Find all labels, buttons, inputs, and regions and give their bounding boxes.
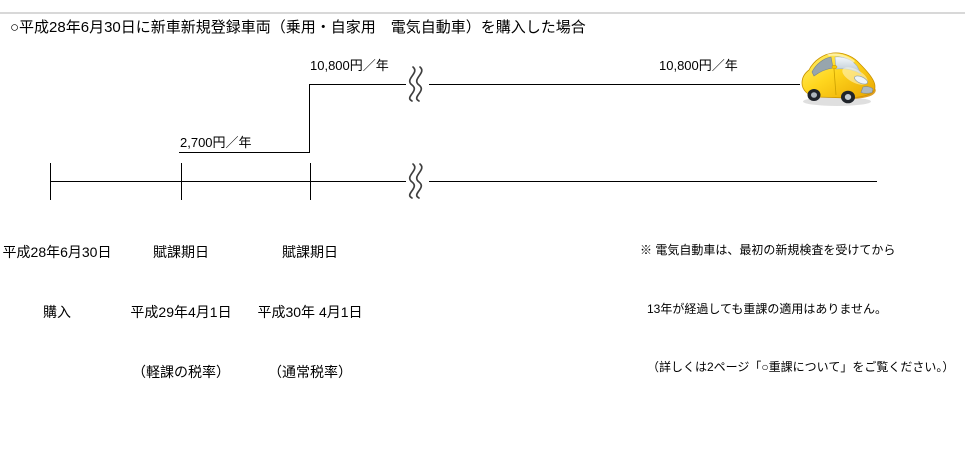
milestone-levy-title: 賦課期日 [153,244,209,260]
milestone-levy-title: 賦課期日 [281,244,338,260]
footnote-line-2: 13年が経過しても重課の適用はありません。 [647,301,888,316]
footnote: ※ 電気自動車は、最初の新規検査を受けてから 13年が経過しても重課の適用はあり… [640,202,954,417]
milestone-purchase: 平成28年6月30日 購入 [3,202,112,362]
milestone-levy-date: 平成30年 4月1日 [257,304,363,320]
car-icon [801,52,876,106]
footnote-line-3: （詳しくは2ページ「○重課について」をご覧ください。） [647,360,955,374]
axis-break-upper-icon [408,66,423,102]
milestone-purchase-date: 平成28年6月30日 [2,244,112,260]
rate-label-reduced: 2,700円／年 [180,135,252,150]
milestone-levy-rate-type: （軽課の税率） [132,364,230,380]
timeline-tick-marks [49,163,312,200]
page-title: ○平成28年6月30日に新車新規登録車両（乗用・自家用 電気自動車）を購入した場… [10,19,586,36]
rate-label-normal-right: 10,800円／年 [659,58,738,73]
milestone-levy-date-h30: 賦課期日 平成30年 4月1日 （通常税率） [257,202,362,422]
milestone-purchase-caption: 購入 [43,304,71,320]
milestone-levy-date-h29: 賦課期日 平成29年4月1日 （軽課の税率） [130,202,231,422]
footnote-line-1: ※ 電気自動車は、最初の新規検査を受けてから [640,243,896,257]
top-divider [0,12,965,14]
milestone-levy-rate-type: （通常税率） [267,364,352,380]
axis-break-lower-icon [408,163,423,199]
tax-step-line [179,83,800,154]
milestone-levy-date: 平成29年4月1日 [130,304,232,320]
rate-label-normal-left: 10,800円／年 [310,58,389,73]
